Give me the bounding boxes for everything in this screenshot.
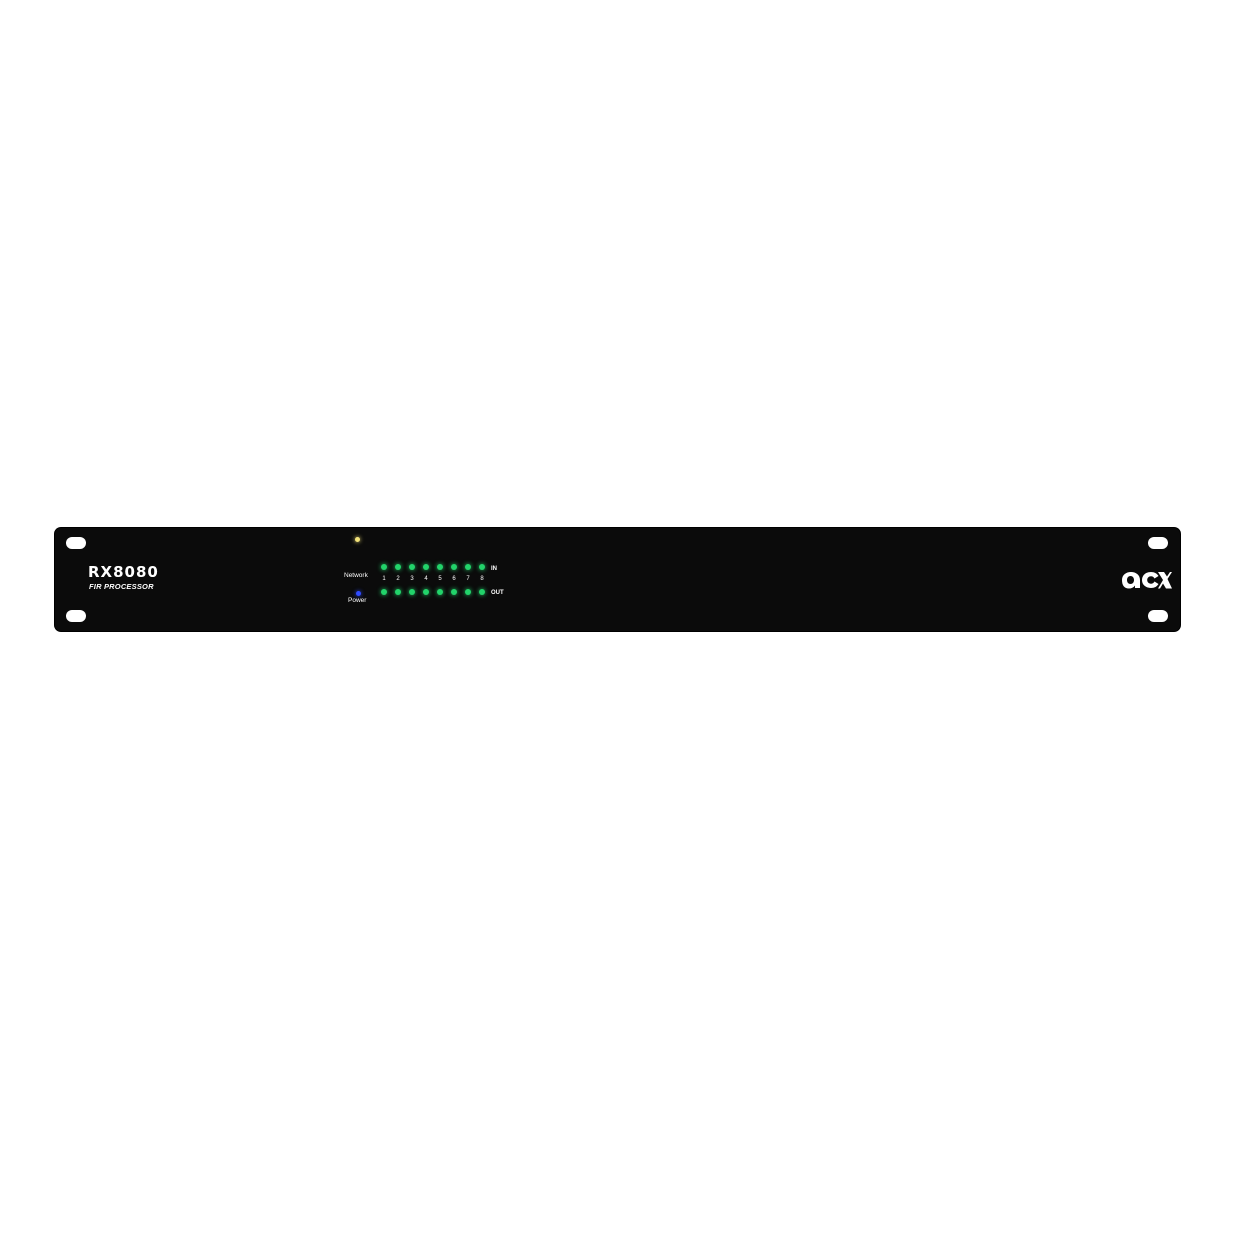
out-channel-led-icon	[479, 589, 485, 595]
in-channel-led-icon	[437, 564, 443, 570]
rack-ear-hole-top-left	[66, 537, 86, 549]
out-channel-led-icon	[465, 589, 471, 595]
channel-number: 4	[424, 576, 428, 582]
power-label: Power	[348, 597, 367, 604]
out-channel-led-icon	[437, 589, 443, 595]
out-channel-led-icon	[395, 589, 401, 595]
out-channel-led-icon	[409, 589, 415, 595]
out-label: OUT	[491, 590, 504, 596]
rack-ear-hole-top-right	[1148, 537, 1168, 549]
in-channel-led-icon	[395, 564, 401, 570]
network-led-icon	[355, 537, 360, 542]
out-channel-led-icon	[451, 589, 457, 595]
channel-number: 1	[382, 576, 386, 582]
channel-number: 3	[410, 576, 414, 582]
in-channel-led-icon	[451, 564, 457, 570]
power-led-icon	[356, 591, 361, 596]
in-channel-led-icon	[479, 564, 485, 570]
channel-number: 5	[438, 576, 442, 582]
rack-ear-hole-bottom-right	[1148, 610, 1168, 622]
channel-number: 8	[480, 576, 484, 582]
model-name: RX8080	[88, 563, 159, 581]
channel-number: 7	[466, 576, 470, 582]
in-channel-led-icon	[409, 564, 415, 570]
rack-front-panel: RX8080 FIR PROCESSOR Network Power IN OU…	[55, 528, 1180, 631]
in-label: IN	[491, 566, 497, 572]
channel-number: 2	[396, 576, 400, 582]
in-channel-led-icon	[465, 564, 471, 570]
in-channel-led-icon	[423, 564, 429, 570]
out-channel-led-icon	[423, 589, 429, 595]
channel-number: 6	[452, 576, 456, 582]
rack-ear-hole-bottom-left	[66, 610, 86, 622]
acx-logo-icon	[1122, 572, 1172, 589]
network-label: Network	[344, 572, 368, 579]
in-channel-led-icon	[381, 564, 387, 570]
out-channel-led-icon	[381, 589, 387, 595]
model-subtitle: FIR PROCESSOR	[89, 582, 154, 591]
